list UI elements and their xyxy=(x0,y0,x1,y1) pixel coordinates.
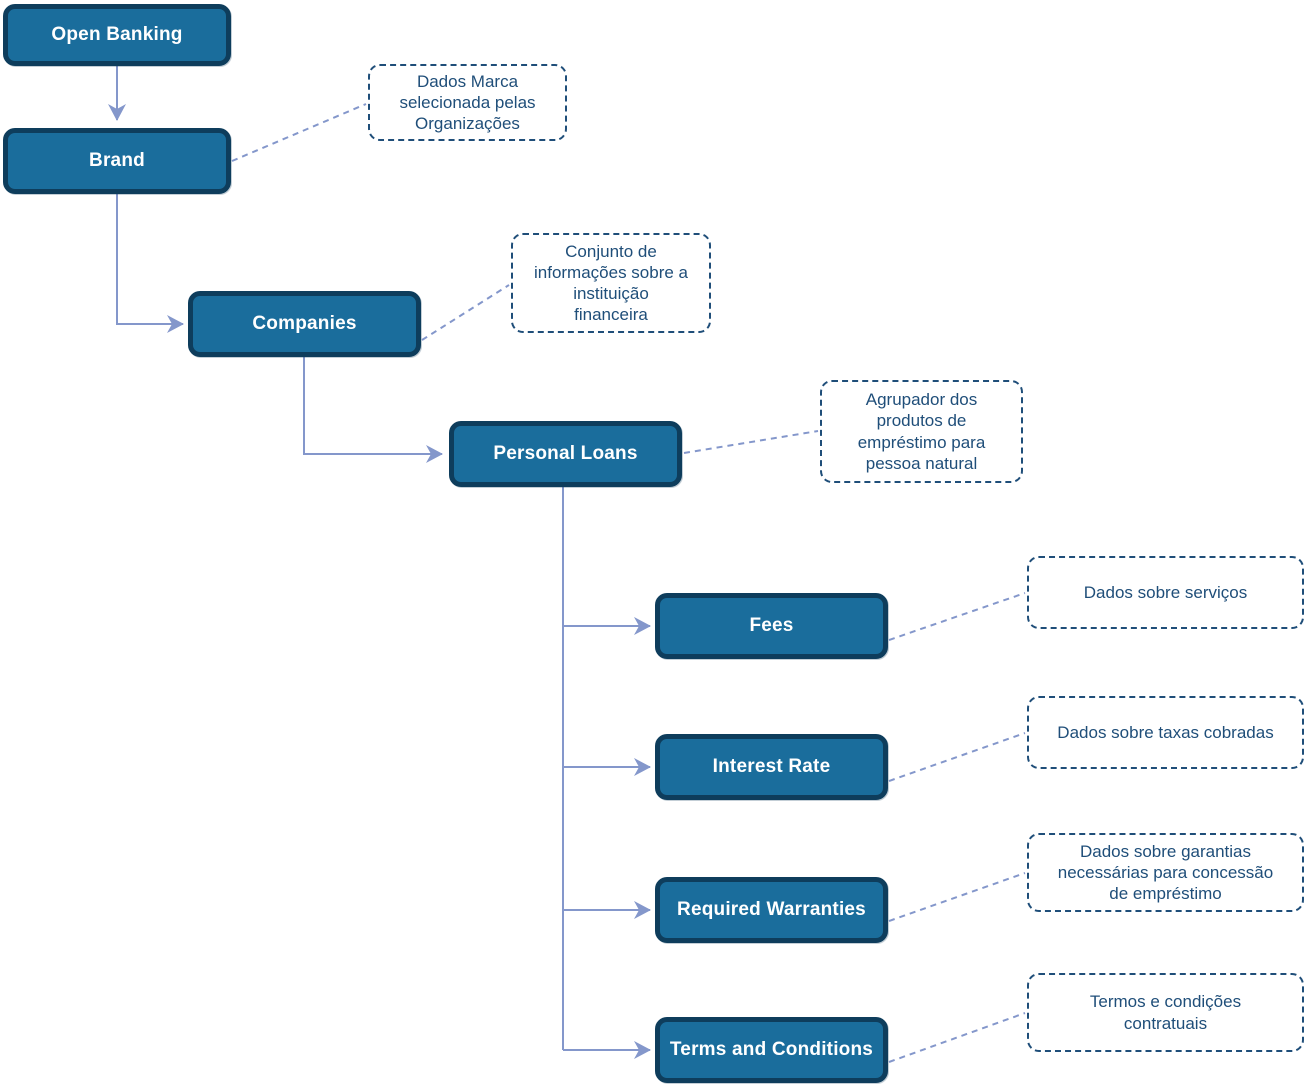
leader-interest-rate-annotation xyxy=(888,732,1026,782)
node-required-warranties: Required Warranties xyxy=(655,877,888,943)
annotation-terms-and-conditions: Termos e condições contratuais xyxy=(1027,973,1304,1052)
leader-brand-annotation xyxy=(231,103,367,162)
leader-companies-annotation xyxy=(421,284,510,341)
node-personal-loans: Personal Loans xyxy=(449,421,682,487)
annotation-fees: Dados sobre serviços xyxy=(1027,556,1304,629)
node-brand: Brand xyxy=(3,128,231,194)
leader-personal-loans-annotation xyxy=(683,430,819,454)
node-interest-rate: Interest Rate xyxy=(655,734,888,800)
node-terms-and-conditions: Terms and Conditions xyxy=(655,1017,888,1083)
annotation-required-warranties: Dados sobre garantias necessárias para c… xyxy=(1027,833,1304,912)
leader-fees-annotation xyxy=(888,592,1026,641)
node-open-banking: Open Banking xyxy=(3,4,231,66)
connector-brand-to-companies xyxy=(116,194,184,333)
leader-required-warranties-annotation xyxy=(888,872,1026,922)
node-companies: Companies xyxy=(188,291,421,357)
node-fees: Fees xyxy=(655,593,888,659)
connector-companies-to-personal-loans xyxy=(303,357,443,463)
annotation-interest-rate: Dados sobre taxas cobradas xyxy=(1027,696,1304,769)
annotation-brand: Dados Marca selecionada pelas Organizaçõ… xyxy=(368,64,567,141)
leader-terms-and-conditions-annotation xyxy=(888,1012,1026,1063)
annotation-companies: Conjunto de informações sobre a institui… xyxy=(511,233,711,333)
annotation-personal-loans: Agrupador dos produtos de empréstimo par… xyxy=(820,380,1023,483)
